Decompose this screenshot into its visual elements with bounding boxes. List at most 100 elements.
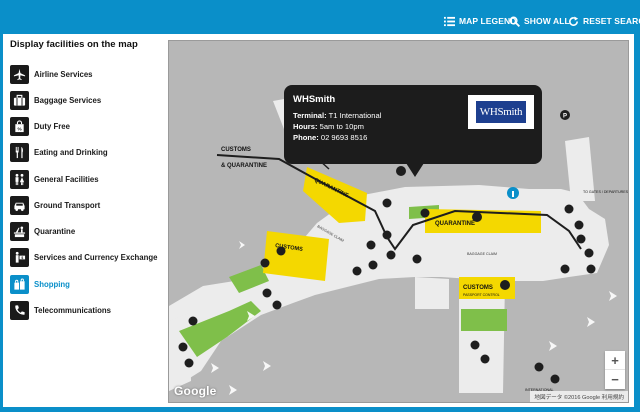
facility-pin-icon[interactable] bbox=[262, 288, 272, 298]
zoom-out-button[interactable]: − bbox=[611, 372, 619, 387]
facility-pin-icon[interactable] bbox=[382, 230, 392, 240]
luggage-icon bbox=[13, 94, 26, 106]
facility-general-facilities[interactable]: General Facilities bbox=[10, 168, 162, 190]
quarantine-zone bbox=[425, 209, 541, 233]
facility-label: Shopping bbox=[34, 279, 70, 289]
facility-pin-icon[interactable] bbox=[576, 234, 586, 244]
quarantine-zone bbox=[303, 167, 367, 223]
car-icon bbox=[14, 202, 25, 211]
facility-pin-icon[interactable] bbox=[184, 358, 194, 368]
customs-zone bbox=[263, 231, 329, 281]
map-label-baggage: BAGGAGE CLAIM bbox=[467, 252, 497, 256]
facility-pin-icon[interactable] bbox=[586, 264, 596, 274]
svg-text:%: % bbox=[17, 126, 21, 131]
list-icon bbox=[444, 16, 455, 26]
show-all-label: SHOW ALL bbox=[524, 16, 570, 26]
shop-info-popup[interactable]: WHSmith Terminal: T1 International Hours… bbox=[284, 85, 542, 164]
pier-customs bbox=[415, 277, 449, 309]
shop-name: WHSmith bbox=[293, 94, 336, 105]
map-label-gates: TO GATES / DEPARTURES bbox=[583, 190, 629, 194]
shop-logo: WHSmith bbox=[468, 95, 534, 129]
facility-label: Duty Free bbox=[34, 121, 70, 131]
facility-eating-and-drinking[interactable]: Eating and Drinking bbox=[10, 141, 162, 163]
facility-label: Baggage Services bbox=[34, 95, 102, 105]
fork-knife-icon bbox=[15, 146, 23, 158]
map-label-customs: CUSTOMS bbox=[463, 285, 493, 291]
shopping-icon bbox=[14, 278, 25, 290]
facility-pin-icon[interactable] bbox=[564, 204, 574, 214]
reset-search-label: RESET SEARCH bbox=[583, 16, 640, 26]
zoom-in-button[interactable]: + bbox=[605, 351, 625, 370]
shop-hours: Hours: 5am to 10pm bbox=[293, 122, 364, 131]
search-icon bbox=[509, 16, 520, 27]
map-attribution[interactable]: 地図データ ©2016 Google 利用規約 bbox=[530, 391, 628, 402]
map-legend-label: MAP LEGEND bbox=[459, 16, 517, 26]
facility-label: General Facilities bbox=[34, 174, 99, 184]
show-all-button[interactable]: SHOW ALL bbox=[509, 14, 570, 28]
facility-baggage-services[interactable]: Baggage Services bbox=[10, 89, 162, 111]
facility-airline-services[interactable]: Airline Services bbox=[10, 63, 162, 85]
facility-ground-transport[interactable]: Ground Transport bbox=[10, 194, 162, 216]
facility-pin-icon[interactable] bbox=[276, 246, 286, 256]
grass-area bbox=[461, 309, 507, 331]
currency-icon: $ bbox=[15, 251, 26, 263]
passenger-route bbox=[216, 154, 582, 251]
facility-pin-icon[interactable] bbox=[272, 300, 282, 310]
people-icon bbox=[15, 173, 25, 185]
facility-pin-icon[interactable] bbox=[382, 198, 392, 208]
facility-pin-icon[interactable] bbox=[188, 316, 198, 326]
map-label-quarantine: & QUARANTINE bbox=[221, 163, 267, 169]
facility-label: Telecommunications bbox=[34, 305, 111, 315]
facility-telecommunications[interactable]: Telecommunications bbox=[10, 299, 162, 321]
facility-pin-icon[interactable] bbox=[480, 354, 490, 364]
facility-label: Ground Transport bbox=[34, 200, 101, 210]
facility-shopping[interactable]: Shopping bbox=[10, 273, 162, 295]
aircraft-icon bbox=[247, 311, 255, 321]
google-logo: Google bbox=[174, 384, 217, 398]
aircraft-icon bbox=[263, 361, 271, 371]
map-legend-button[interactable]: MAP LEGEND bbox=[444, 14, 517, 28]
svg-text:$: $ bbox=[21, 255, 23, 259]
facility-pin-icon[interactable] bbox=[260, 258, 270, 268]
sidebar-title: Display facilities on the map bbox=[10, 39, 138, 50]
phone-icon bbox=[15, 304, 25, 315]
facility-label: Airline Services bbox=[34, 69, 93, 79]
facility-pin-icon[interactable] bbox=[470, 340, 480, 350]
top-toolbar: MAP LEGEND SHOW ALL RESET SEARCH bbox=[0, 0, 640, 36]
facility-pin-icon[interactable] bbox=[386, 250, 396, 260]
facility-services-currency-exchange[interactable]: $ Services and Currency Exchange bbox=[10, 246, 162, 268]
info-icon-glyph bbox=[512, 191, 514, 197]
quarantine-icon bbox=[13, 225, 26, 237]
facility-duty-free[interactable]: % Duty Free bbox=[10, 115, 162, 137]
shop-phone: Phone: 02 9693 8516 bbox=[293, 133, 368, 142]
facility-pin-icon[interactable] bbox=[352, 266, 362, 276]
popup-pointer bbox=[406, 163, 424, 177]
facility-pin-icon[interactable] bbox=[584, 248, 594, 258]
facility-pin-icon[interactable] bbox=[550, 374, 560, 384]
facility-label: Eating and Drinking bbox=[34, 147, 108, 157]
facility-pin-icon[interactable] bbox=[396, 166, 406, 176]
facility-pin-icon[interactable] bbox=[412, 254, 422, 264]
facility-pin-icon[interactable] bbox=[420, 208, 430, 218]
facility-pin-icon[interactable] bbox=[534, 362, 544, 372]
facility-pin-icon[interactable] bbox=[368, 260, 378, 270]
reset-search-button[interactable]: RESET SEARCH bbox=[568, 14, 640, 28]
facility-pin-icon[interactable] bbox=[574, 220, 584, 230]
aircraft-icon bbox=[229, 385, 237, 395]
parking-icon[interactable] bbox=[560, 110, 570, 120]
pier-east bbox=[565, 137, 595, 201]
shop-terminal: Terminal: T1 International bbox=[293, 111, 382, 120]
facility-pin-icon[interactable] bbox=[366, 240, 376, 250]
facility-pin-icon[interactable] bbox=[560, 264, 570, 274]
map-label-customs: CUSTOMS bbox=[221, 147, 251, 153]
grass-area bbox=[229, 265, 269, 293]
facility-quarantine[interactable]: Quarantine bbox=[10, 220, 162, 242]
aircraft-icon bbox=[549, 341, 557, 351]
facility-pin-icon[interactable] bbox=[178, 342, 188, 352]
parking-label: P bbox=[563, 114, 567, 120]
terminal-floorplan: CUSTOMS & QUARANTINE QUARANTINE QUARANTI… bbox=[169, 97, 629, 395]
shopping-pin-icon[interactable] bbox=[500, 280, 510, 290]
shopping-pin-icon[interactable] bbox=[472, 212, 482, 222]
map-label-passport: PASSPORT CONTROL bbox=[463, 293, 500, 297]
facility-label: Services and Currency Exchange bbox=[34, 252, 158, 262]
